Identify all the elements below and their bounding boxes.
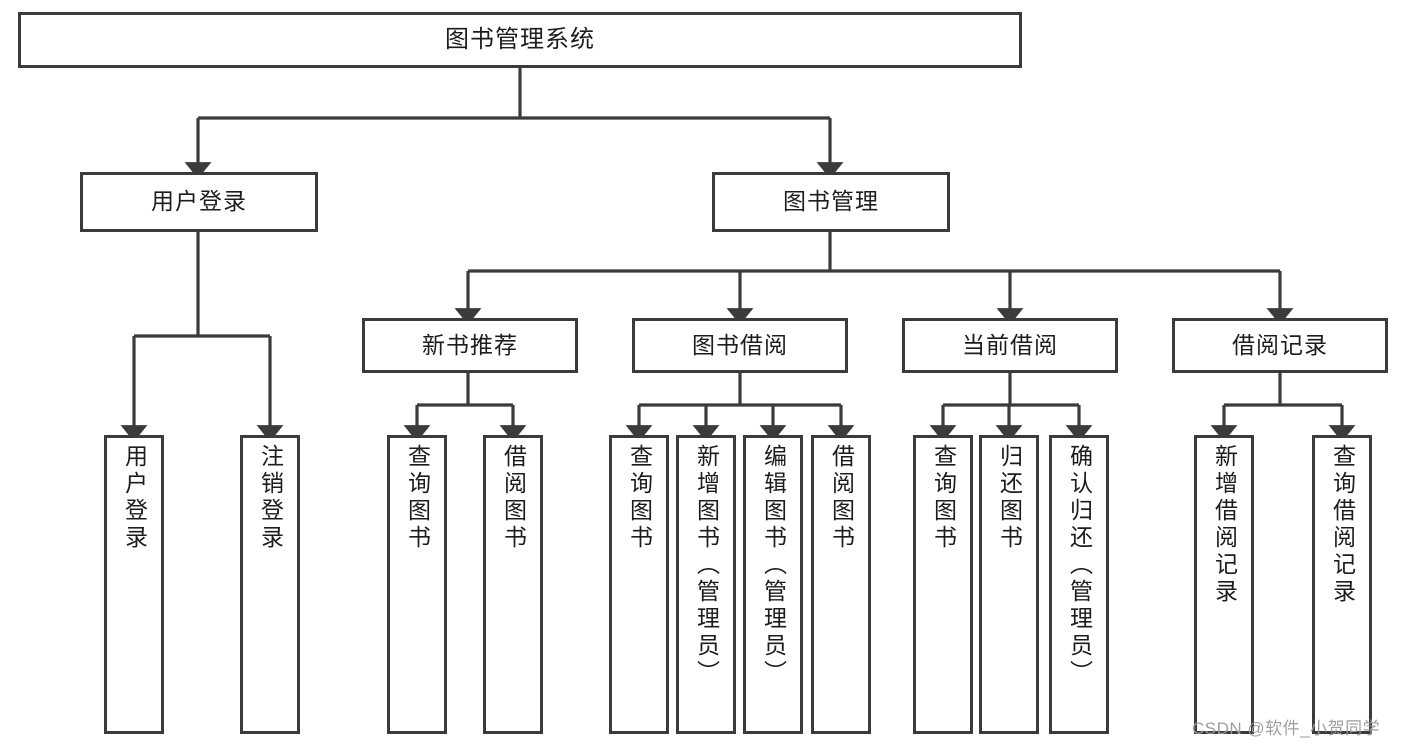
node-label: 当前借阅	[962, 331, 1058, 358]
node-label: 新增图书（管理员）	[693, 444, 720, 687]
node-label: 用户登录	[151, 188, 247, 215]
node-new-book-recommend[interactable]: 新书推荐	[362, 318, 578, 373]
node-borrow-record[interactable]: 借阅记录	[1172, 318, 1388, 373]
csdn-watermark: CSDN @软件_小贺同学	[1192, 719, 1381, 738]
node-leaf-add-borrow-record[interactable]: 新增借阅记录	[1194, 435, 1254, 734]
node-label: 新书推荐	[422, 331, 518, 358]
node-leaf-borrow-book-recommend[interactable]: 借阅图书	[483, 435, 543, 734]
node-book-management[interactable]: 图书管理	[712, 172, 950, 232]
node-root-book-management-system[interactable]: 图书管理系统	[18, 12, 1022, 68]
node-label: 用户登录	[121, 444, 148, 552]
node-label: 借阅记录	[1232, 331, 1328, 358]
node-leaf-borrow-book[interactable]: 借阅图书	[811, 435, 871, 734]
node-label: 借阅图书	[500, 444, 527, 552]
node-leaf-query-book-borrow[interactable]: 查询图书	[609, 435, 669, 734]
node-label: 确认归还（管理员）	[1066, 444, 1093, 687]
node-label: 归还图书	[996, 444, 1023, 552]
node-leaf-edit-book-admin[interactable]: 编辑图书（管理员）	[743, 435, 803, 734]
node-label: 新增借阅记录	[1211, 444, 1238, 606]
node-leaf-add-book-admin[interactable]: 新增图书（管理员）	[676, 435, 736, 734]
node-label: 图书管理系统	[445, 25, 595, 53]
node-leaf-logout[interactable]: 注销登录	[240, 435, 300, 734]
node-leaf-query-book-current[interactable]: 查询图书	[913, 435, 973, 734]
node-label: 注销登录	[257, 444, 284, 552]
node-book-borrow[interactable]: 图书借阅	[632, 318, 848, 373]
node-current-borrow[interactable]: 当前借阅	[902, 318, 1118, 373]
node-label: 借阅图书	[828, 444, 855, 552]
node-leaf-query-borrow-record[interactable]: 查询借阅记录	[1312, 435, 1372, 734]
node-leaf-confirm-return-admin[interactable]: 确认归还（管理员）	[1049, 435, 1109, 734]
node-label: 图书借阅	[692, 331, 788, 358]
node-label: 图书管理	[783, 188, 879, 215]
node-label: 查询图书	[404, 444, 431, 552]
node-label: 查询借阅记录	[1329, 444, 1356, 606]
node-leaf-query-book-recommend[interactable]: 查询图书	[387, 435, 447, 734]
node-leaf-return-book[interactable]: 归还图书	[979, 435, 1039, 734]
node-user-login[interactable]: 用户登录	[80, 172, 318, 232]
node-label: 查询图书	[626, 444, 653, 552]
node-label: 编辑图书（管理员）	[760, 444, 787, 687]
node-leaf-user-login[interactable]: 用户登录	[104, 435, 164, 734]
node-label: 查询图书	[930, 444, 957, 552]
